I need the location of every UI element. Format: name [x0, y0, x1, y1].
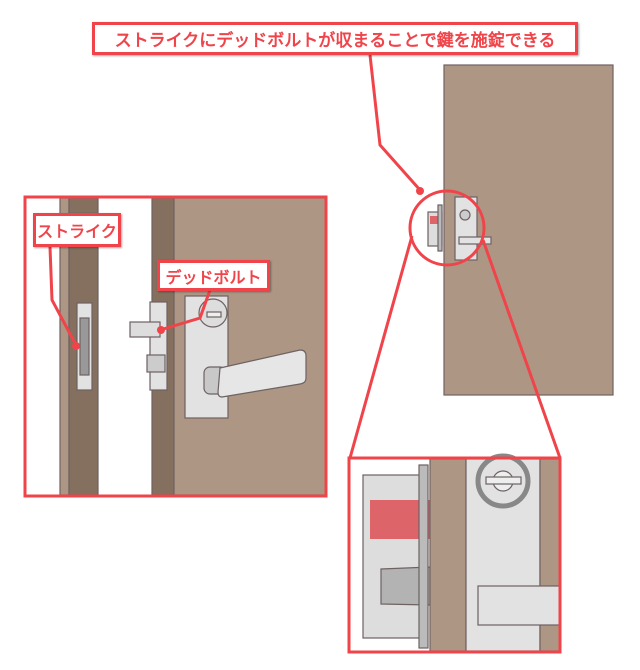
lever-handle [217, 349, 307, 398]
strike-label: ストライク [33, 213, 121, 247]
deadbolt [129, 321, 161, 338]
strike-plate-detail [418, 464, 429, 649]
title-callout: ストライクにデッドボルトが収まることで鍵を施錠できる [92, 22, 578, 55]
deadbolt-label: デッドボルト [157, 260, 270, 291]
magnifier-circle [408, 189, 486, 267]
zoom-detail-panel [347, 453, 562, 654]
lock-plate-small [454, 196, 478, 261]
